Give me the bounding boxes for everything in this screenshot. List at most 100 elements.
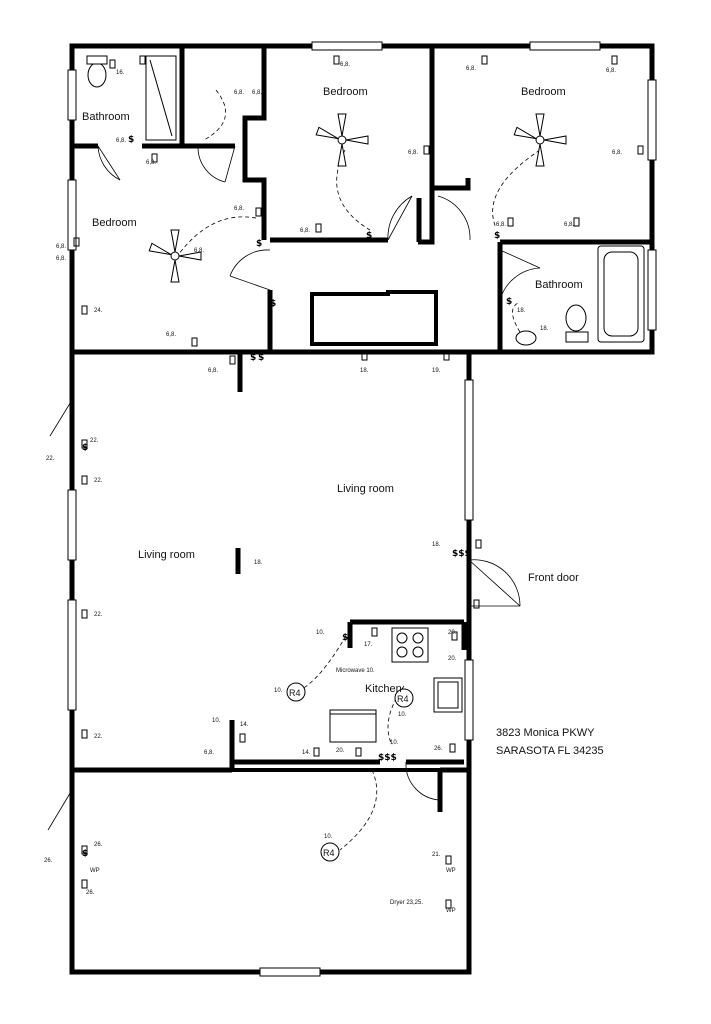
svg-text:6,8.: 6,8. [234, 90, 244, 96]
svg-text:$: $ [82, 443, 88, 453]
svg-text:6,8.: 6,8. [56, 256, 66, 262]
svg-text:17.: 17. [364, 642, 373, 648]
svg-text:22.: 22. [94, 612, 103, 618]
svg-text:$: $ [250, 353, 256, 363]
svg-text:19.: 19. [432, 368, 441, 374]
outer-walls [69, 43, 655, 975]
svg-text:R4: R4 [289, 688, 301, 698]
svg-text:10.: 10. [398, 712, 407, 718]
interior-walls [69, 46, 652, 972]
microwave-label: Microwave 10. [336, 668, 375, 674]
front-door-label: Front door [528, 572, 579, 584]
svg-text:16.: 16. [116, 70, 125, 76]
switch-symbols: $ $ $ $ $ $ $ $ $ $$$ $ $$$ $ [82, 135, 512, 859]
svg-text:6,8.: 6,8. [56, 244, 66, 250]
room-label-bathroom: Bathroom [535, 279, 583, 291]
svg-text:WP: WP [446, 908, 456, 914]
svg-text:10.: 10. [316, 630, 325, 636]
svg-text:R4: R4 [397, 694, 409, 704]
kitchen-island [329, 709, 377, 743]
svg-text:6,8.: 6,8. [116, 138, 126, 144]
outlet-markers [73, 55, 644, 909]
svg-text:18.: 18. [432, 542, 441, 548]
svg-text:WP: WP [90, 868, 100, 874]
svg-text:6,8.: 6,8. [208, 368, 218, 374]
svg-text:$$$: $$$ [378, 753, 397, 763]
svg-text:R4: R4 [323, 848, 335, 858]
svg-text:10.: 10. [390, 740, 399, 746]
toilet-icon [87, 62, 107, 88]
svg-text:6,8.: 6,8. [612, 150, 622, 156]
toilet-icon [565, 304, 587, 332]
svg-text:$: $ [342, 633, 348, 643]
svg-text:6,8.: 6,8. [496, 222, 506, 228]
room-label-bathroom: Bathroom [82, 111, 130, 123]
svg-text:$$$: $$$ [452, 549, 471, 559]
svg-text:22.: 22. [90, 438, 99, 444]
svg-text:6,8.: 6,8. [564, 222, 574, 228]
sink-icon [515, 330, 537, 346]
svg-text:18.: 18. [254, 560, 263, 566]
room-label-living-room: Living room [138, 549, 195, 561]
svg-text:18.: 18. [540, 326, 549, 332]
svg-text:10.: 10. [274, 688, 283, 694]
svg-text:14.: 14. [302, 750, 311, 756]
windows [67, 41, 657, 977]
svg-text:22.: 22. [94, 478, 103, 484]
ceiling-fan-icon [513, 113, 567, 167]
svg-text:26.: 26. [434, 746, 443, 752]
svg-text:6,8.: 6,8. [234, 206, 244, 212]
svg-text:20.: 20. [448, 630, 457, 636]
room-label-living-room: Living room [337, 483, 394, 495]
address-line-2: SARASOTA FL 34235 [496, 745, 604, 757]
svg-text:20.: 20. [448, 656, 457, 662]
room-label-bedroom: Bedroom [323, 86, 368, 98]
svg-text:26.: 26. [94, 842, 103, 848]
svg-text:18.: 18. [517, 308, 526, 314]
svg-text:$: $ [270, 299, 276, 309]
svg-text:10.: 10. [212, 718, 221, 724]
svg-text:6,8.: 6,8. [252, 90, 262, 96]
svg-text:6,8.: 6,8. [466, 66, 476, 72]
svg-text:$: $ [494, 231, 500, 241]
svg-text:6,8.: 6,8. [606, 68, 616, 74]
address-line-1: 3823 Monica PKWY [496, 727, 595, 739]
svg-text:6,8.: 6,8. [204, 750, 214, 756]
svg-text:$: $ [506, 297, 512, 307]
stove-icon [391, 627, 429, 663]
circuit-tag: R4 [286, 682, 306, 702]
doors [47, 145, 541, 831]
svg-text:6,8.: 6,8. [340, 62, 350, 68]
room-label-bedroom: Bedroom [521, 86, 566, 98]
svg-text:26.: 26. [86, 890, 95, 896]
svg-text:WP: WP [446, 868, 456, 874]
circuit-tag: R4 [394, 688, 414, 708]
svg-text:$: $ [128, 135, 134, 145]
room-label-bedroom: Bedroom [92, 217, 137, 229]
svg-text:6,8.: 6,8. [408, 150, 418, 156]
ceiling-fan-icon [315, 113, 369, 167]
svg-text:26.: 26. [44, 858, 53, 864]
svg-text:6,8.: 6,8. [166, 332, 176, 338]
svg-text:18.: 18. [360, 368, 369, 374]
fixtures [86, 55, 645, 743]
room-label-kitchen: Kitchen [365, 683, 402, 695]
svg-text:21.: 21. [432, 852, 441, 858]
svg-text:$: $ [258, 353, 264, 363]
svg-text:$: $ [82, 849, 88, 859]
circuit-tag: R4 [320, 842, 340, 862]
dryer-label: Dryer 23,25. [390, 900, 423, 906]
svg-text:$: $ [256, 239, 262, 249]
svg-text:22.: 22. [94, 734, 103, 740]
svg-text:24.: 24. [94, 308, 103, 314]
svg-text:14.: 14. [240, 722, 249, 728]
svg-text:6,8.: 6,8. [194, 248, 204, 254]
ceiling-fan-icon [148, 229, 202, 283]
circuit-notes: 16. 6,8. 6,8. 6,8. 6,8. 6,8. 6,8. 6,8. 6… [44, 62, 622, 914]
svg-text:6,8.: 6,8. [146, 160, 156, 166]
svg-text:$: $ [366, 231, 372, 241]
svg-text:6,8.: 6,8. [300, 228, 310, 234]
svg-text:10.: 10. [324, 834, 333, 840]
svg-text:20.: 20. [336, 748, 345, 754]
